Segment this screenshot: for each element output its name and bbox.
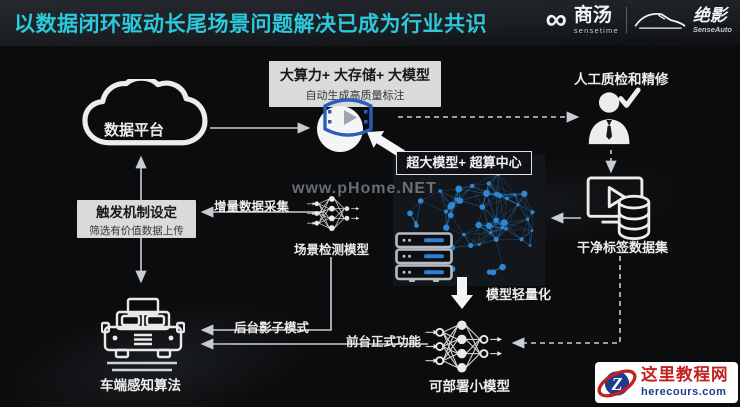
server-rack-icon xyxy=(395,232,453,282)
clean-dataset-label: 干净标签数据集 xyxy=(577,240,669,255)
brand-logos: ∞ 商汤 sensetime 绝影 SenseAuto xyxy=(545,3,732,37)
senseauto-wordmark: 绝影 SenseAuto xyxy=(693,7,732,34)
header-bar xyxy=(0,0,740,46)
compute-box-subtitle: 自动生成高质量标注 xyxy=(305,90,405,102)
site-logo-text: 这里教程网 herecours.com xyxy=(641,367,729,399)
block-arrow-upleft xyxy=(367,130,406,159)
small-model-label: 可部署小模型 xyxy=(429,379,510,394)
z-orbit-icon: Z xyxy=(597,369,637,398)
supermodel-label-box: 超大模型+ 超算中心 xyxy=(396,151,532,175)
vehicle-algo-label: 车端感知算法 xyxy=(100,378,181,393)
vehicle-icon xyxy=(101,297,185,359)
senseauto-car-icon xyxy=(634,13,686,30)
brain-network-graphic xyxy=(407,170,535,276)
manual-qc-label: 人工质检和精修 xyxy=(574,72,669,87)
cloud-platform-label: 数据平台 xyxy=(104,122,165,139)
scene-model-label: 场景检测模型 xyxy=(294,243,370,257)
trigger-box-subtitle: 筛选有价值数据上传 xyxy=(89,224,184,237)
scene-model-nn-icon xyxy=(307,196,360,231)
block-arrow-down xyxy=(451,277,473,309)
sensetime-en: sensetime xyxy=(573,26,619,35)
compute-box-title: 大算力+ 大存储+ 大模型 xyxy=(279,67,431,83)
shadow-mode-label: 后台影子模式 xyxy=(234,321,310,335)
person-qc-icon xyxy=(588,87,641,145)
database-icon xyxy=(617,194,651,241)
lightweight-label: 模型轻量化 xyxy=(486,287,552,302)
site-name-en: herecours.com xyxy=(641,386,727,399)
trigger-box-title: 触发机制设定 xyxy=(96,204,177,220)
sensetime-wordmark: 商汤 sensetime xyxy=(574,6,619,35)
site-name-cn: 这里教程网 xyxy=(641,365,729,384)
sensetime-cn: 商汤 xyxy=(573,5,612,26)
z-letter: Z xyxy=(611,374,623,394)
compute-box: 大算力+ 大存储+ 大模型 自动生成高质量标注 xyxy=(269,61,441,107)
page-title: 以数据闭环驱动长尾场景问题解决已成为行业共识 xyxy=(14,13,487,36)
small-model-nn-icon xyxy=(425,320,503,373)
sensetime-logo-icon: ∞ xyxy=(545,3,567,37)
senseauto-cn: 绝影 xyxy=(692,6,727,25)
cloud-icon xyxy=(82,79,208,146)
brand-divider xyxy=(625,7,627,34)
site-logo-badge: Z 这里教程网 herecours.com xyxy=(595,362,738,403)
watermark-text: www.pHome.NET xyxy=(292,180,437,197)
incremental-data-label: 增量数据采集 xyxy=(214,200,290,214)
formal-function-label: 前台正式功能 xyxy=(346,335,422,349)
filmstrip-icon xyxy=(323,98,373,137)
senseauto-en: SenseAuto xyxy=(692,25,732,34)
trigger-box: 触发机制设定 筛选有价值数据上传 xyxy=(77,200,196,238)
